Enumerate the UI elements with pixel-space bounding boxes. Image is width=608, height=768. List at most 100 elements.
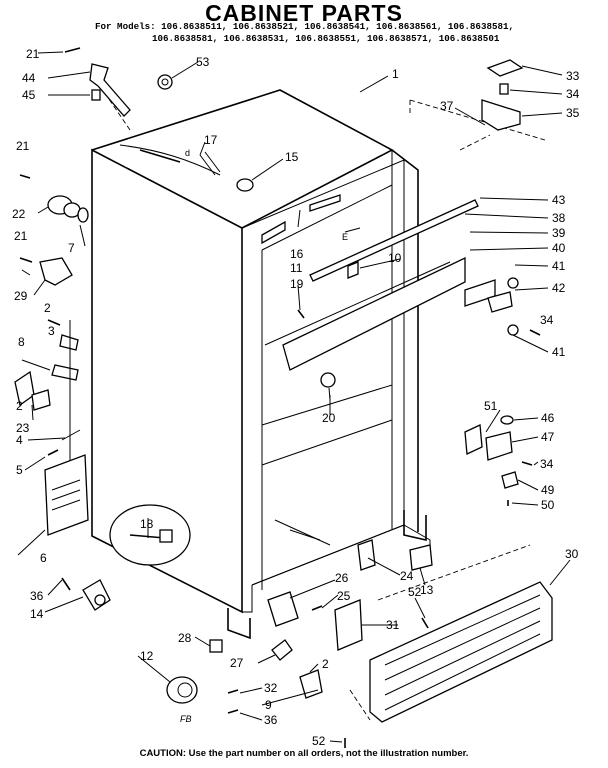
part-33-cap <box>486 59 524 77</box>
part-shapes <box>14 47 553 748</box>
label-part-46: 46 <box>541 411 555 425</box>
label-part-1: 1 <box>392 67 399 81</box>
label-part-52b: 52 <box>312 734 326 748</box>
label-part-47: 47 <box>541 430 555 444</box>
label-part-22: 22 <box>12 207 26 221</box>
part-46-washer <box>500 415 514 425</box>
label-part-8: 8 <box>18 335 25 349</box>
part-2-clip-b <box>31 389 51 411</box>
label-part-2b: 2 <box>16 399 23 413</box>
mark-fb: FB <box>180 714 192 724</box>
label-part-50: 50 <box>541 498 555 512</box>
part-2-screw-a <box>47 319 61 326</box>
label-part-27: 27 <box>230 656 244 670</box>
page-title: CABINET PARTS <box>205 0 403 26</box>
part-49-cam <box>501 471 519 489</box>
label-part-10: 10 <box>388 251 402 265</box>
label-part-34a: 34 <box>566 87 580 101</box>
part-53-nut <box>157 74 173 90</box>
label-part-15: 15 <box>285 150 299 164</box>
part-44-hinge <box>89 63 131 117</box>
cabinet-body <box>91 89 431 640</box>
label-part-26: 26 <box>335 571 349 585</box>
label-part-14: 14 <box>30 607 44 621</box>
model-list-line-2: 106.8638581, 106.8638531, 106.8638551, 1… <box>152 33 500 44</box>
part-3-cover <box>59 334 79 351</box>
caution-note: CAUTION: Use the part number on all orde… <box>139 748 469 759</box>
part-7-oring <box>77 207 89 223</box>
leader-lines <box>17 51 571 743</box>
label-part-33: 33 <box>566 69 580 83</box>
part-31-bracket <box>334 599 363 651</box>
label-part-20: 20 <box>322 411 336 425</box>
label-part-37: 37 <box>440 99 454 113</box>
part-25-screw <box>311 605 323 611</box>
part-21-screw <box>64 47 81 53</box>
part-8-bracket <box>51 364 79 381</box>
label-part-17: 17 <box>204 133 218 147</box>
label-part-44: 44 <box>22 71 36 85</box>
part-labels: 1 2 2 2 3 4 5 6 7 8 9 10 11 12 13 14 15 … <box>12 47 580 748</box>
label-part-9: 9 <box>265 698 272 712</box>
label-part-43: 43 <box>552 193 566 207</box>
label-part-36b: 36 <box>264 713 278 727</box>
label-part-29: 29 <box>14 289 28 303</box>
part-41-washer-a <box>507 277 519 289</box>
label-part-49: 49 <box>541 483 555 497</box>
label-part-36a: 36 <box>30 589 44 603</box>
label-part-16: 16 <box>290 247 304 261</box>
part-21-screw-c <box>19 257 33 263</box>
part-34-bushing-a <box>499 83 509 95</box>
label-part-35: 35 <box>566 106 580 120</box>
label-part-41b: 41 <box>552 345 566 359</box>
part-28-foot <box>209 639 223 653</box>
part-10-clip <box>347 261 359 279</box>
part-52-screw-a <box>421 617 429 629</box>
part-30-grille <box>369 581 553 723</box>
part-29-hinge <box>39 257 73 286</box>
model-list-line-1: For Models: 106.8638511, 106.8638521, 10… <box>95 21 515 32</box>
label-part-25: 25 <box>337 589 351 603</box>
part-27-latch <box>271 639 293 661</box>
label-part-12: 12 <box>140 649 154 663</box>
part-39-bracket <box>282 256 466 371</box>
part-5-screw <box>47 449 59 456</box>
label-part-6: 6 <box>40 551 47 565</box>
label-part-53: 53 <box>196 55 210 69</box>
label-part-18: 18 <box>140 517 154 531</box>
label-part-45: 45 <box>22 88 36 102</box>
part-47-hinge <box>485 431 513 461</box>
part-17-harness <box>119 144 221 176</box>
label-part-52a: 52 <box>408 585 422 599</box>
label-part-5: 5 <box>16 463 23 477</box>
part-15-plug <box>236 178 254 192</box>
label-part-2a: 2 <box>44 301 51 315</box>
part-45-bushing <box>91 89 101 101</box>
label-part-2c: 2 <box>322 657 329 671</box>
label-part-34c: 34 <box>540 457 554 471</box>
label-part-4: 4 <box>16 433 23 447</box>
label-part-31: 31 <box>386 618 400 632</box>
part-34-screw-b <box>529 329 541 336</box>
part-9-leveler <box>299 669 323 699</box>
part-32-screw <box>227 689 239 694</box>
part-12-wheel <box>166 676 198 704</box>
part-36-screw-b <box>227 709 239 714</box>
label-part-7: 7 <box>68 241 75 255</box>
part-26-bracket <box>267 591 299 627</box>
part-21-screw-b <box>19 174 31 179</box>
label-part-24: 24 <box>400 569 414 583</box>
part-35-hinge <box>481 99 521 131</box>
label-part-38: 38 <box>552 211 566 225</box>
label-part-21a: 21 <box>26 47 40 61</box>
part-13-block <box>409 544 433 571</box>
label-part-3: 3 <box>48 324 55 338</box>
label-part-23: 23 <box>16 421 30 435</box>
label-part-30: 30 <box>565 547 579 561</box>
part-43-rail <box>309 199 479 282</box>
part-36-screw <box>61 577 71 591</box>
part-18-inset <box>109 504 191 566</box>
part-20-grommet <box>320 372 336 388</box>
label-part-34b: 34 <box>540 313 554 327</box>
label-part-39: 39 <box>552 226 566 240</box>
